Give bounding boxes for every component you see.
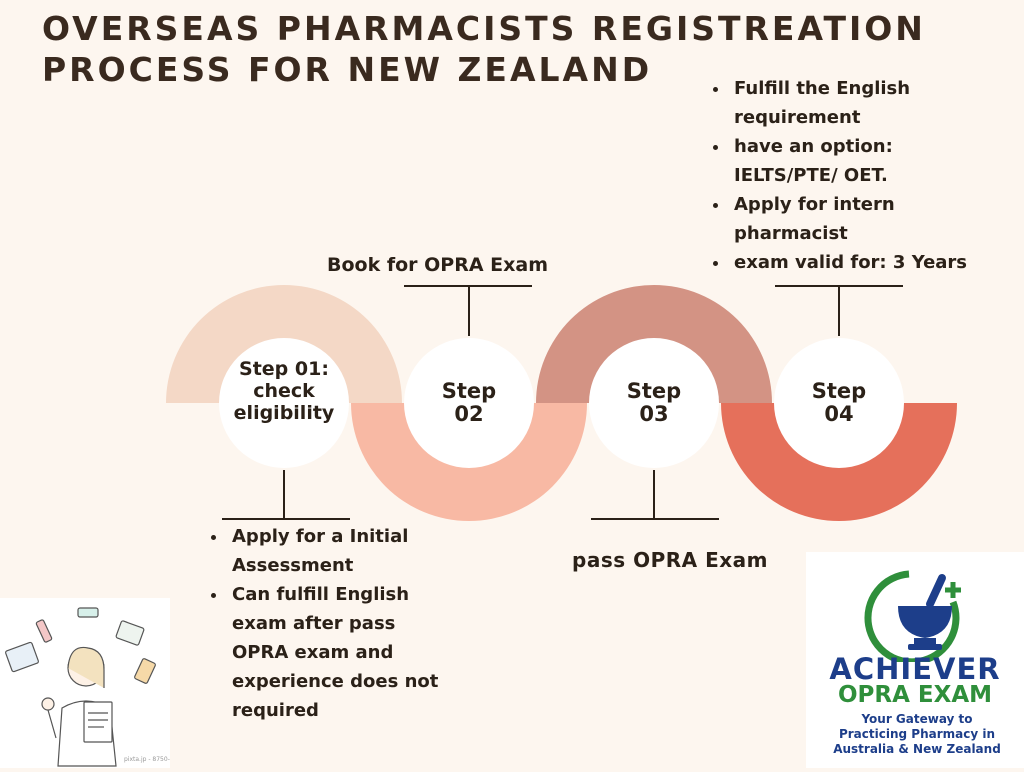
pharmacist-illustration — [0, 598, 170, 768]
title-line-2: PROCESS FOR NEW ZEALAND — [42, 50, 653, 89]
step-1-bullet: Apply for a Initial Assessment — [228, 522, 450, 580]
step-4-bullet: Fulfill the English requirement — [730, 74, 964, 132]
logo-opra-exam-text: OPRA EXAM — [837, 682, 993, 708]
pharmacist-illustration-drawing — [5, 607, 156, 767]
step-1-circle — [219, 338, 349, 468]
step-2-label: Step 02 — [441, 379, 497, 426]
step-4-label: Step 04 — [811, 379, 867, 426]
page-title: OVERSEAS PHARMACISTS REGISTREATION PROCE… — [42, 8, 926, 90]
step-4-bullet: Apply for intern pharmacist — [730, 190, 964, 248]
step-3-circle — [589, 338, 719, 468]
step-4-bullet-list: Fulfill the English requirement have an … — [708, 74, 1024, 277]
step-3-label: Step 03 — [626, 379, 682, 426]
step-2-circle — [404, 338, 534, 468]
step-4-circle — [774, 338, 904, 468]
connectors — [222, 285, 903, 520]
step-4-bullet: have an option: IELTS/PTE/ OET. — [730, 132, 964, 190]
title-line-1: OVERSEAS PHARMACISTS REGISTREATION — [42, 9, 926, 48]
step-2-caption: Book for OPRA Exam — [327, 254, 549, 276]
step-3-caption: pass OPRA Exam — [572, 548, 768, 572]
achiever-logo: ACHIEVER OPRA EXAM Your Gateway to Pract… — [806, 552, 1024, 768]
image-credit: pixta.jp - 8750- — [124, 756, 170, 763]
logo-achiever-text: ACHIEVER — [829, 652, 1001, 686]
step-1-label: Step 01: check eligibility — [233, 358, 335, 424]
mortar-pestle-icon — [864, 570, 961, 666]
step-1-bullet: Can fulfill English exam after pass OPRA… — [228, 580, 450, 725]
step-1-bullet-list: Apply for a Initial Assessment Can fulfi… — [206, 522, 450, 725]
logo-tagline: Your Gateway to Practicing Pharmacy in A… — [833, 712, 1001, 756]
step-4-bullet: exam valid for: 3 Years — [730, 248, 1024, 277]
